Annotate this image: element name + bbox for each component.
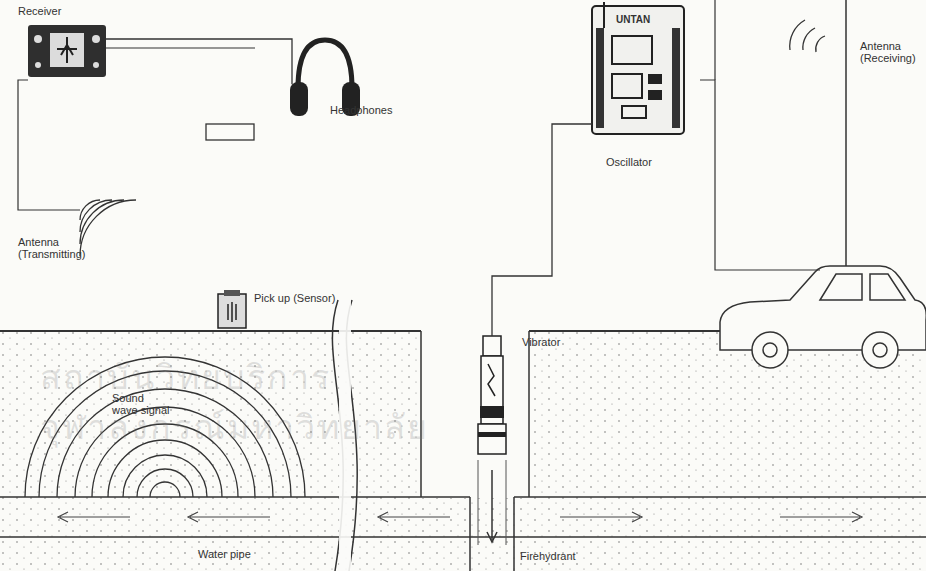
device-label: UNTAN — [616, 14, 650, 26]
hydrant-neck — [478, 460, 506, 545]
oscillator-unit-outline — [592, 6, 684, 134]
cable — [106, 39, 292, 84]
vibrator-outline — [478, 336, 506, 454]
device-label: Oscillator — [606, 156, 652, 168]
car — [720, 0, 926, 368]
flow-arrow — [487, 532, 497, 542]
radio-waves — [790, 20, 825, 52]
pit-wall — [528, 331, 530, 497]
flow-arrows — [58, 512, 862, 522]
receiver-unit: Receiver — [28, 25, 106, 77]
annotation-label: Firehydrant — [520, 550, 576, 562]
cable — [492, 124, 592, 336]
pickup-sensor: Pick up (Sensor) — [218, 290, 246, 328]
annotation-label: Antenna (Transmitting) — [18, 236, 108, 260]
antenna-wire — [714, 0, 715, 80]
radio-waves — [80, 200, 136, 256]
annotation-label: Antenna (Receiving) — [860, 40, 922, 64]
hydrant-pit — [421, 332, 529, 498]
flow-arrow — [491, 470, 493, 540]
annotation-label: Water pipe — [198, 548, 251, 560]
soil-texture — [0, 332, 926, 571]
pipe-wall — [0, 536, 926, 538]
oscillator-unit: UNTANOscillator — [592, 6, 684, 134]
antenna-wire — [700, 80, 820, 270]
device-label: Receiver — [18, 5, 61, 17]
watermark: สถาบันวิทยบริการ — [40, 350, 331, 404]
pickup-sensor-outline — [218, 290, 246, 328]
device-label: Headphones — [330, 104, 392, 116]
antenna-wire — [18, 80, 80, 210]
headphones: Headphones — [290, 38, 360, 120]
vibrator: Vibrator — [478, 336, 506, 454]
ground-line — [0, 330, 421, 332]
device-label: Vibrator — [522, 336, 560, 348]
junction-box — [206, 124, 254, 140]
pipe-wall — [514, 496, 926, 498]
device-label: Pick up (Sensor) — [254, 292, 335, 304]
cable — [105, 47, 255, 48]
receiver-unit-outline — [28, 25, 106, 77]
watermark: จุฬาลงกรณ์มหาวิทยาลัย — [40, 400, 429, 454]
pipe-wall — [0, 496, 470, 498]
